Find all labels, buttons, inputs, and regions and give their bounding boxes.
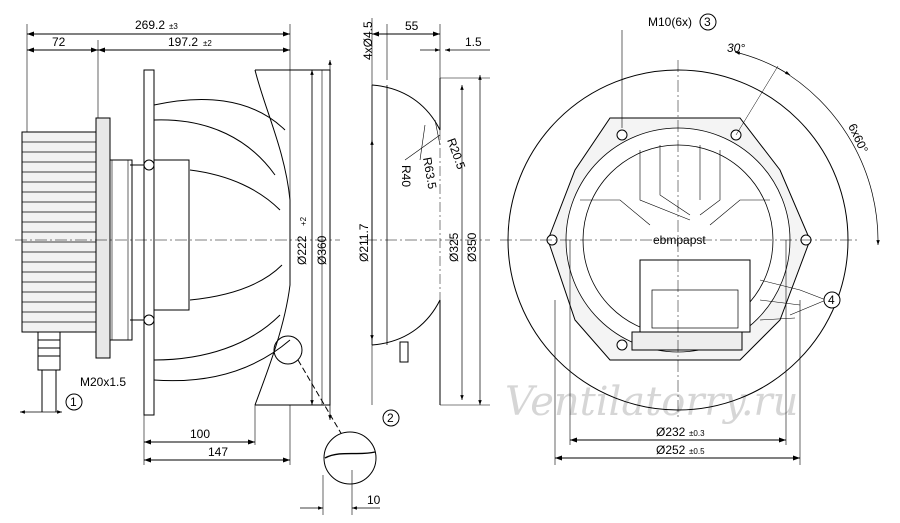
length-10-label: 10	[367, 493, 381, 507]
thickness-label: 1.5	[465, 35, 482, 49]
dia-232-tol: ±0.3	[689, 429, 705, 438]
width-55-label: 55	[405, 19, 419, 33]
callout-1: 1	[70, 395, 77, 409]
inlet-ring-view	[365, 18, 490, 427]
callout-3: 3	[704, 15, 711, 29]
angle-6x60-label: 6x60°	[845, 121, 871, 155]
dia-350-label: Ø350	[465, 232, 479, 262]
inlet-ring-labels: 4xØ4.5 55 1.5 R20.5 R63.5 R40 Ø211.7 Ø32…	[357, 19, 482, 425]
dia-222-label: Ø222	[295, 235, 309, 265]
angle-30-label: 30°	[727, 41, 745, 55]
thread-label: M10(6x)	[648, 15, 692, 29]
brand-logo: ebmpapst	[653, 233, 706, 247]
impeller-length-tol: ±2	[203, 39, 212, 48]
callout-4: 4	[828, 293, 835, 307]
dia-360-label: Ø360	[315, 235, 329, 265]
overall-length-tol: ±3	[169, 22, 178, 31]
radius-40-label: R40	[399, 165, 413, 187]
watermark: Ventilatorry.ru	[505, 379, 798, 425]
callout-2: 2	[387, 411, 394, 425]
dia-222-tol: +2	[299, 216, 308, 226]
impeller-length-label: 197.2	[168, 35, 198, 49]
dia-211-label: Ø211.7	[357, 223, 371, 262]
dia-232-label: Ø232	[656, 425, 686, 439]
side-view	[15, 24, 380, 515]
overall-length-label: 269.2	[135, 18, 165, 32]
side-view-labels: 269.2 ±3 72 197.2 ±2 Ø222 +2 Ø360 100 14…	[52, 18, 381, 507]
front-view	[500, 13, 880, 465]
holes-label: 4xØ4.5	[361, 21, 375, 60]
motor-length-label: 72	[52, 35, 66, 49]
radius-20-label: R20.5	[444, 136, 468, 171]
dia-252-label: Ø252	[656, 443, 686, 457]
dia-252-tol: ±0.5	[689, 447, 705, 456]
dia-325-label: Ø325	[447, 232, 461, 262]
cable-gland-label: M20x1.5	[80, 375, 126, 389]
radius-63-label: R63.5	[420, 156, 439, 190]
length-147-label: 147	[208, 445, 228, 459]
length-100-label: 100	[190, 427, 210, 441]
